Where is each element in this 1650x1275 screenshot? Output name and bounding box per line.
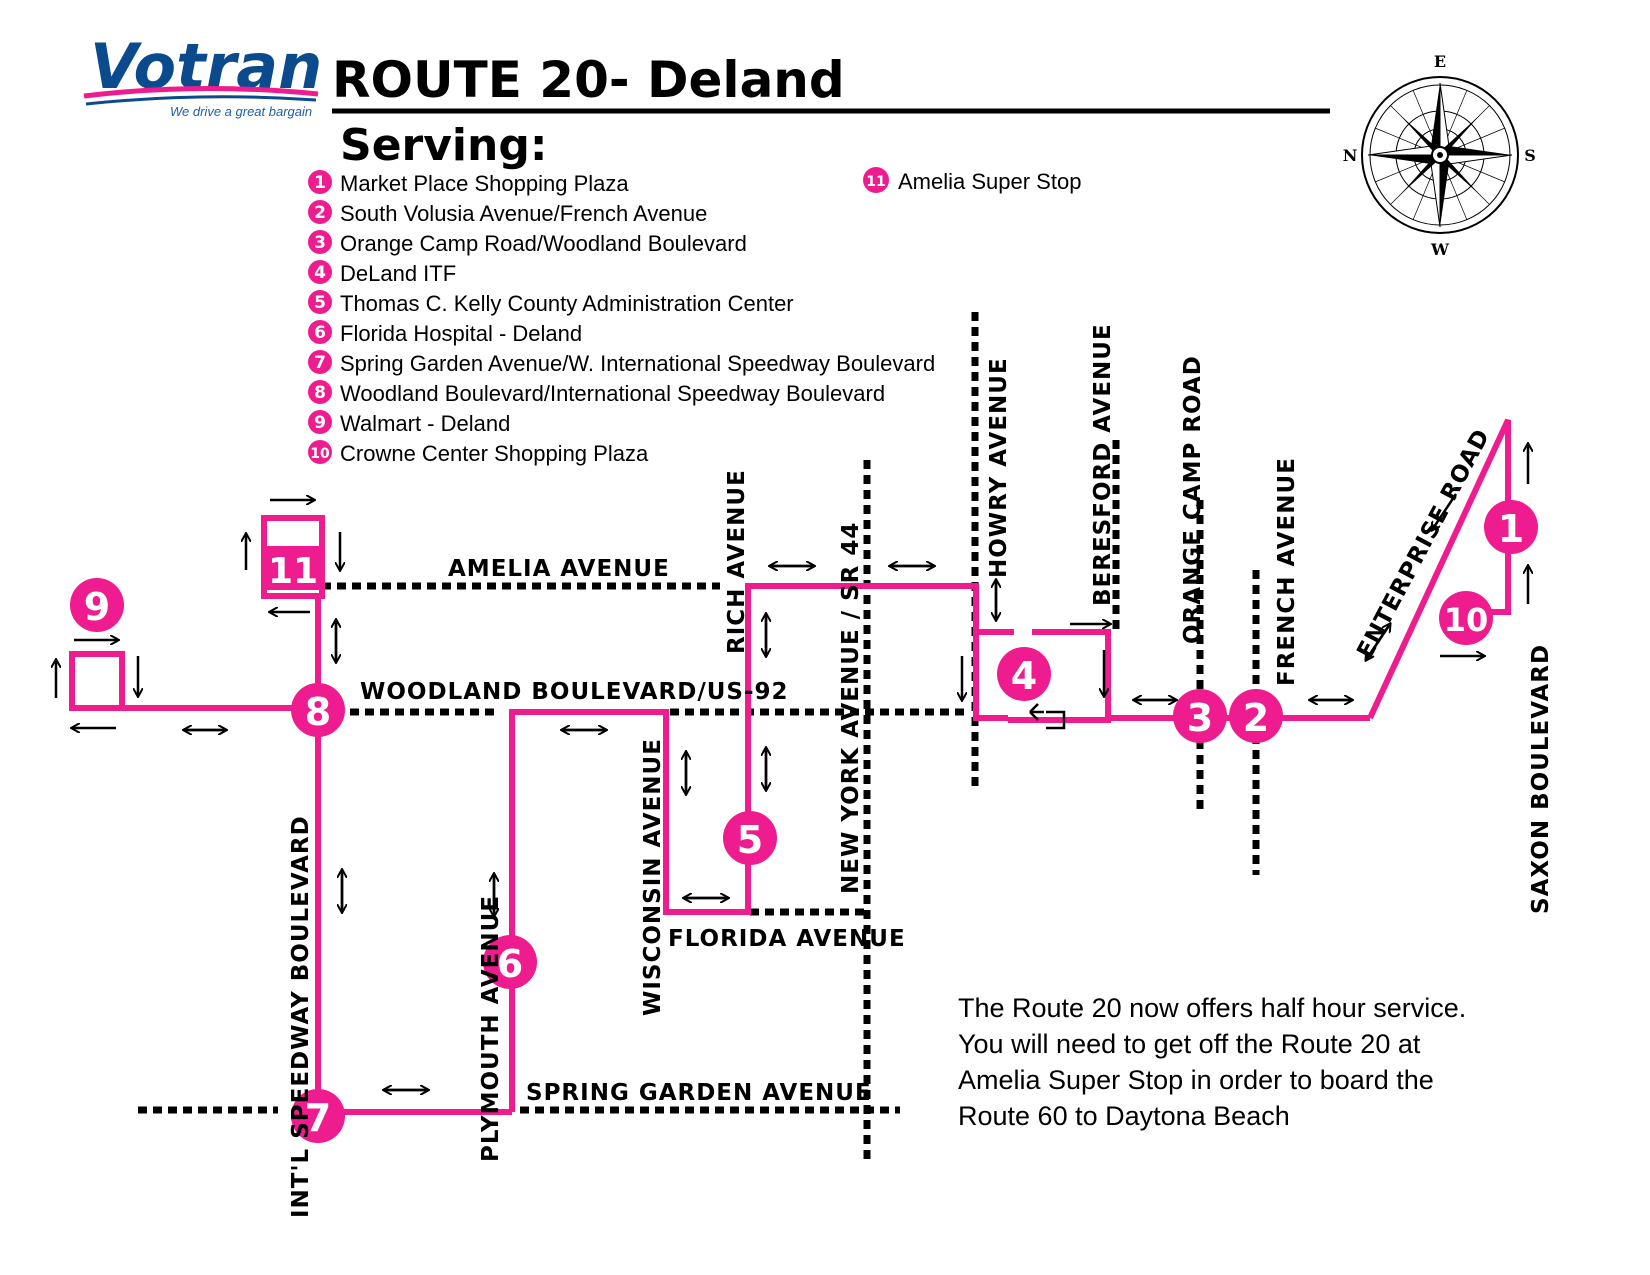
compass-north: N [1343, 146, 1358, 165]
label-rich-avenue: RICH AVENUE [724, 469, 750, 654]
serving-heading: Serving: [340, 120, 547, 171]
legend-item: 7 Spring Garden Avenue/W. International S… [308, 350, 935, 376]
compass-rose-icon: E W N S [1343, 52, 1536, 259]
label-orange-camp-road: ORANGE CAMP ROAD [1180, 355, 1206, 644]
svg-text:2: 2 [314, 203, 326, 223]
svg-text:2: 2 [1243, 696, 1269, 740]
svg-text:9: 9 [84, 585, 110, 629]
legend-item: 6 Florida Hospital - Deland [308, 320, 582, 346]
stop-marker-8: 8 [291, 683, 345, 737]
svg-text:8: 8 [314, 383, 326, 403]
logo-tagline: We drive a great bargain [170, 104, 312, 119]
svg-text:11: 11 [866, 174, 885, 190]
legend-item: 10 Crowne Center Shopping Plaza [308, 440, 649, 466]
label-wisconsin-avenue: WISCONSIN AVENUE [640, 738, 666, 1016]
svg-text:9: 9 [314, 413, 326, 433]
legend-item: 4 DeLand ITF [308, 260, 456, 286]
svg-text:10: 10 [310, 446, 330, 462]
label-woodland-boulevard: WOODLAND BOULEVARD/US-92 [360, 679, 789, 705]
legend-item: 3 Orange Camp Road/Woodland Boulevard [308, 230, 747, 256]
svg-text:4: 4 [314, 263, 326, 283]
svg-text:Amelia Super Stop in order to: Amelia Super Stop in order to board the [958, 1065, 1434, 1095]
svg-text:Spring Garden Avenue/W. Intern: Spring Garden Avenue/W. International Sp… [340, 351, 935, 376]
compass-east: E [1434, 52, 1446, 71]
compass-west: W [1430, 240, 1450, 259]
svg-text:11: 11 [268, 551, 318, 592]
svg-text:6: 6 [497, 942, 523, 986]
service-note: The Route 20 now offers half hour servic… [958, 993, 1466, 1131]
label-french-avenue: FRENCH AVENUE [1274, 457, 1300, 686]
street-labels: AMELIA AVENUE WOODLAND BOULEVARD/US-92 F… [288, 323, 1554, 1218]
stop-marker-1: 1 [1484, 500, 1538, 554]
label-amelia-avenue: AMELIA AVENUE [448, 556, 670, 582]
votran-logo: Votran We drive a great bargain [83, 30, 322, 119]
svg-text:Crowne Center Shopping Plaza: Crowne Center Shopping Plaza [340, 441, 649, 466]
legend-item: 11 Amelia Super Stop [863, 167, 1081, 194]
svg-text:South Volusia Avenue/French Av: South Volusia Avenue/French Avenue [340, 201, 707, 226]
legend-item: 9 Walmart - Deland [308, 410, 510, 436]
stop-marker-3: 3 [1173, 689, 1227, 743]
stop-marker-6: 6 [483, 935, 537, 989]
svg-text:1: 1 [314, 173, 326, 193]
svg-text:5: 5 [737, 818, 763, 862]
svg-text:4: 4 [1011, 654, 1037, 698]
svg-text:Market Place Shopping Plaza: Market Place Shopping Plaza [340, 171, 629, 196]
svg-text:Route 60 to Daytona Beach: Route 60 to Daytona Beach [958, 1101, 1290, 1131]
svg-text:The Route 20 now offers half h: The Route 20 now offers half hour servic… [958, 993, 1466, 1023]
arrow-both-diagonal-icon [1366, 624, 1390, 660]
stop-marker-9: 9 [70, 578, 124, 632]
svg-text:6: 6 [314, 323, 326, 343]
label-howry-avenue: HOWRY AVENUE [986, 357, 1012, 578]
page-title: ROUTE 20- Deland [332, 51, 845, 109]
label-saxon-boulevard: SAXON BOULEVARD [1528, 644, 1554, 914]
label-intl-speedway-boulevard: INT'L SPEEDWAY BOULEVARD [288, 815, 314, 1218]
svg-text:Florida Hospital - Deland: Florida Hospital - Deland [340, 321, 582, 346]
svg-text:3: 3 [314, 233, 326, 253]
compass-south: S [1524, 146, 1536, 165]
svg-text:3: 3 [1187, 696, 1213, 740]
svg-text:Orange Camp Road/Woodland Boul: Orange Camp Road/Woodland Boulevard [340, 231, 747, 256]
svg-text:7: 7 [314, 353, 326, 373]
label-new-york-avenue: NEW YORK AVENUE / SR 44 [838, 522, 864, 894]
svg-text:Walmart - Deland: Walmart - Deland [340, 411, 510, 436]
label-plymouth-avenue: PLYMOUTH AVENUE [478, 895, 504, 1162]
svg-text:Thomas C. Kelly County Adminis: Thomas C. Kelly County Administration Ce… [340, 291, 794, 316]
stop-marker-2: 2 [1229, 689, 1283, 743]
svg-text:8: 8 [305, 690, 331, 734]
legend-item: 5 Thomas C. Kelly County Administration C… [308, 290, 794, 316]
street-grid [138, 312, 1260, 1160]
legend-item: 8 Woodland Boulevard/International Speedw… [308, 380, 885, 406]
stop-marker-4: 4 [997, 647, 1051, 701]
stop-marker-7: 7 [291, 1089, 345, 1143]
label-beresford-avenue: BERESFORD AVENUE [1090, 323, 1116, 606]
label-florida-avenue: FLORIDA AVENUE [668, 926, 906, 952]
legend-item: 2 South Volusia Avenue/French Avenue [308, 200, 707, 226]
svg-text:DeLand ITF: DeLand ITF [340, 261, 456, 286]
stop-legend: 1 Market Place Shopping Plaza 2 South Volu… [308, 167, 1081, 466]
direction-arrows [56, 444, 1528, 1090]
svg-text:7: 7 [305, 1096, 331, 1140]
svg-text:10: 10 [1444, 601, 1489, 639]
svg-text:5: 5 [314, 293, 326, 313]
svg-text:You will need to get off the R: You will need to get off the Route 20 at [958, 1029, 1421, 1059]
walmart-loop [69, 651, 125, 711]
label-spring-garden-avenue: SPRING GARDEN AVENUE [526, 1080, 872, 1106]
legend-item: 1 Market Place Shopping Plaza [308, 170, 629, 196]
stop-marker-11: 11 [266, 546, 320, 592]
arrow-down-left-icon [1432, 493, 1458, 530]
amelia-super-stop-loop [261, 515, 325, 599]
stop-markers: 1 2 3 4 5 6 7 8 9 10 11 [70, 500, 1538, 1143]
stop-marker-10: 10 [1439, 591, 1493, 645]
svg-text:Amelia Super Stop: Amelia Super Stop [898, 169, 1081, 194]
svg-text:1: 1 [1498, 507, 1524, 551]
arrow-left-icon [1029, 703, 1066, 730]
svg-text:Woodland Boulevard/Internation: Woodland Boulevard/International Speedwa… [340, 381, 885, 406]
stop-marker-5: 5 [723, 811, 777, 865]
